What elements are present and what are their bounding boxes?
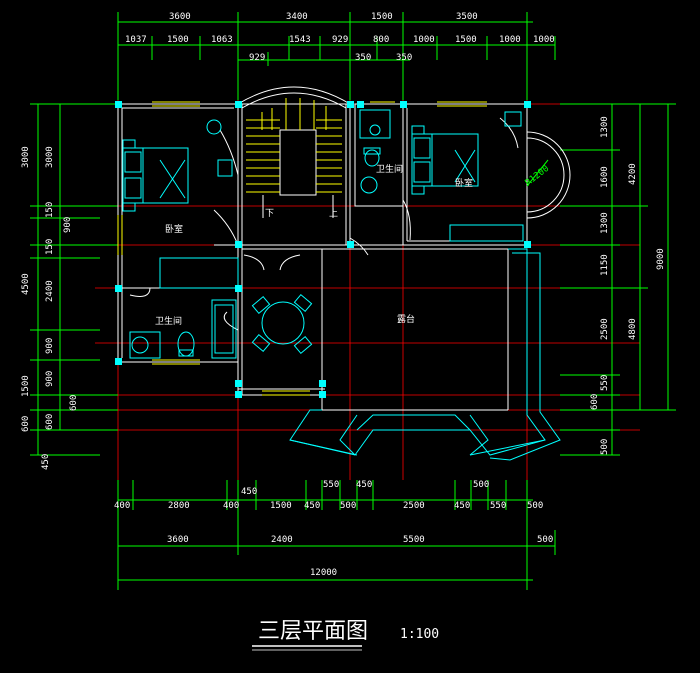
dim-bottom-minor-6: 450 — [304, 501, 320, 511]
dim-right-inner-7: 600 — [590, 394, 600, 410]
dim-bottom-minor-5: 1500 — [270, 501, 292, 511]
dim-bottom-minor-13: 550 — [490, 501, 506, 511]
dim-bottom-major-3: 5500 — [403, 535, 425, 545]
dim-top-minor-9: 1000 — [499, 35, 521, 45]
dim-left-inner-8: 600 — [69, 395, 79, 411]
dim-right-inner-4: 1150 — [600, 254, 610, 276]
dim-left-outer-3: 1500 — [21, 375, 31, 397]
bay-radius-label: R1200 — [524, 164, 552, 189]
dim-left-inner-9: 600 — [45, 414, 55, 430]
dim-bottom-minor-4: 450 — [241, 487, 257, 497]
dim-left-inner-3: 900 — [63, 217, 73, 233]
dim-left-inner-4: 150 — [45, 239, 55, 255]
dim-bottom-minor-10: 2500 — [403, 501, 425, 511]
dim-top-minor-6: 800 — [373, 35, 389, 45]
room-label-bath-left: 卫生间 — [155, 315, 182, 327]
dim-top-minor-5: 929 — [332, 35, 348, 45]
dim-right-inner-6: 550 — [600, 375, 610, 391]
dim-right-inner-1: 1300 — [600, 116, 610, 138]
dim-right-mid-1: 4200 — [628, 163, 638, 185]
right-dimensions: 1300 1600 1300 1150 2500 550 600 500 420… — [560, 103, 676, 456]
dim-right-outer: 9000 — [656, 248, 666, 270]
left-bedroom-furniture — [122, 119, 239, 289]
dim-top-minor-7: 1000 — [413, 35, 435, 45]
dim-bottom-minor-14: 500 — [527, 501, 543, 511]
drawing-scale: 1:100 — [400, 627, 439, 642]
dim-top-minor-3: 1063 — [211, 35, 233, 45]
dim-bottom-minor-9: 500 — [340, 501, 356, 511]
dim-top-minor-4: 1543 — [289, 35, 311, 45]
left-dimensions: 3000 4500 1500 600 450 3000 150 900 150 … — [21, 103, 118, 470]
dim-top-minor-8: 1500 — [455, 35, 477, 45]
dining-table — [251, 293, 313, 355]
terrace-outline — [289, 248, 561, 461]
bay-window: R1200 — [524, 131, 571, 219]
dim-bottom-minor-12: 500 — [473, 480, 489, 490]
dim-bottom-minor-8: 450 — [356, 480, 372, 490]
dim-bottom-minor-2: 2800 — [168, 501, 190, 511]
stair-up-label: 上 — [329, 208, 338, 219]
dim-top-stair-2: 350 — [355, 53, 371, 63]
right-bedroom-furniture — [411, 111, 524, 242]
room-label-bedroom-left: 卧室 — [165, 223, 183, 235]
dim-left-inner-6: 900 — [45, 338, 55, 354]
dim-top-major-1: 3600 — [169, 12, 191, 22]
drawing-title-block: 三层平面图 1:100 — [252, 619, 439, 651]
dim-top-stair-1: 929 — [249, 53, 265, 63]
dim-bottom-total: 12000 — [310, 568, 337, 578]
column-markers — [115, 101, 531, 398]
walls — [117, 86, 528, 411]
dim-right-inner-8: 500 — [600, 439, 610, 455]
dim-bottom-major-1: 3600 — [167, 535, 189, 545]
dim-right-inner-5: 2500 — [600, 318, 610, 340]
drawing-title: 三层平面图 — [258, 619, 368, 644]
dim-right-inner-3: 1300 — [600, 212, 610, 234]
dim-left-outer-2: 4500 — [21, 273, 31, 295]
dim-left-inner-1: 3000 — [45, 146, 55, 168]
right-bath-fixtures — [359, 109, 391, 194]
dim-bottom-minor-1: 400 — [114, 501, 130, 511]
dim-top-stair-3: 350 — [396, 53, 412, 63]
dim-right-inner-2: 1600 — [600, 166, 610, 188]
dim-bottom-minor-11: 450 — [454, 501, 470, 511]
dim-bottom-minor-7: 550 — [323, 480, 339, 490]
dim-top-minor-2: 1500 — [167, 35, 189, 45]
dim-top-major-2: 3400 — [286, 12, 308, 22]
dim-top-major-3: 1500 — [371, 12, 393, 22]
room-label-bedroom-right: 卧室 — [455, 177, 473, 189]
doors — [129, 117, 519, 331]
dim-top-minor-10: 1000 — [533, 35, 555, 45]
dim-left-outer-4: 600 — [21, 416, 31, 432]
dim-right-mid-2: 4800 — [628, 318, 638, 340]
dim-bottom-major-2: 2400 — [271, 535, 293, 545]
room-labels: 卧室 卧室 卫生间 卫生间 露台 — [155, 163, 473, 327]
bottom-dimensions: 400 2800 400 450 1500 450 550 450 500 25… — [114, 480, 556, 590]
dim-top-major-4: 3500 — [456, 12, 478, 22]
dim-top-minor-1: 1037 — [125, 35, 147, 45]
staircase: 下 上 — [246, 98, 342, 219]
dim-bottom-major-4: 500 — [537, 535, 553, 545]
room-label-bath-right: 卫生间 — [376, 163, 403, 175]
dim-left-inner-7: 900 — [45, 371, 55, 387]
room-label-terrace: 露台 — [397, 313, 415, 325]
top-dimensions: 3600 3400 1500 3500 1037 1500 1063 1543 … — [117, 12, 556, 100]
dim-left-outer-5: 450 — [41, 454, 51, 470]
stair-down-label: 下 — [265, 209, 274, 219]
left-bath-fixtures — [129, 299, 237, 359]
dim-bottom-minor-3: 400 — [223, 501, 239, 511]
dim-left-inner-5: 2400 — [45, 280, 55, 302]
windows — [117, 101, 487, 396]
dim-left-inner-2: 150 — [45, 202, 55, 218]
dim-left-outer-1: 3000 — [21, 146, 31, 168]
